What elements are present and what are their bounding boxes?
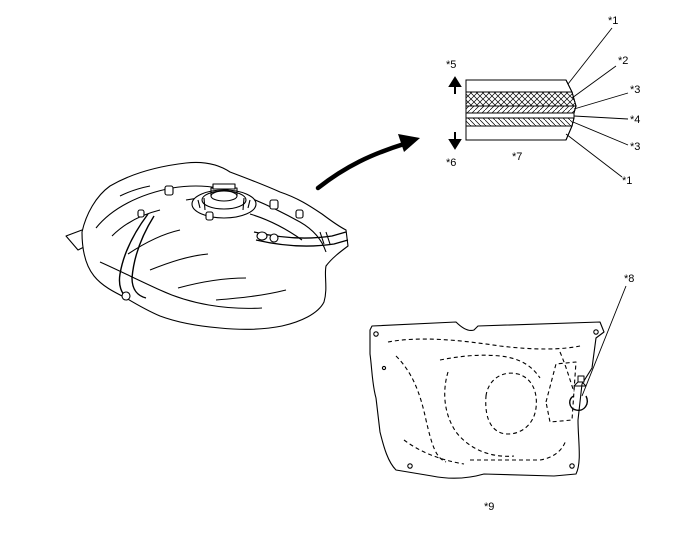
callout-6: *6 xyxy=(446,157,456,169)
insulator-outline xyxy=(369,321,605,479)
callout-3-bottom: *3 xyxy=(630,141,640,153)
callout-1-bottom: *1 xyxy=(622,175,632,187)
layer-1-top xyxy=(465,79,573,93)
layer-cross-section xyxy=(465,79,577,141)
layer-4 xyxy=(465,112,575,119)
layer-2 xyxy=(465,91,577,107)
insulator-mark-icon xyxy=(569,395,588,411)
layer-3-bottom xyxy=(465,117,575,127)
callout-2: *2 xyxy=(618,55,628,67)
callout-8: *8 xyxy=(624,273,634,285)
fuel-hose xyxy=(118,213,149,297)
callout-arrow xyxy=(315,134,420,191)
callout-5: *5 xyxy=(446,59,456,71)
layer-3-top xyxy=(465,105,577,114)
direction-arrows xyxy=(448,76,462,150)
callout-4: *4 xyxy=(630,114,640,126)
layer-1-bottom xyxy=(465,125,573,141)
heat-insulator-illustration xyxy=(369,321,605,479)
tank-body xyxy=(81,161,349,330)
leader-lines xyxy=(565,27,629,178)
callout-1-top: *1 xyxy=(608,15,618,27)
fuel-tank-illustration xyxy=(65,161,349,330)
down-arrow-icon xyxy=(448,132,462,150)
leader-line-8 xyxy=(581,285,627,397)
callout-9: *9 xyxy=(484,501,494,513)
callout-3-top: *3 xyxy=(630,84,640,96)
up-arrow-icon xyxy=(448,76,462,94)
callout-7: *7 xyxy=(512,151,522,163)
